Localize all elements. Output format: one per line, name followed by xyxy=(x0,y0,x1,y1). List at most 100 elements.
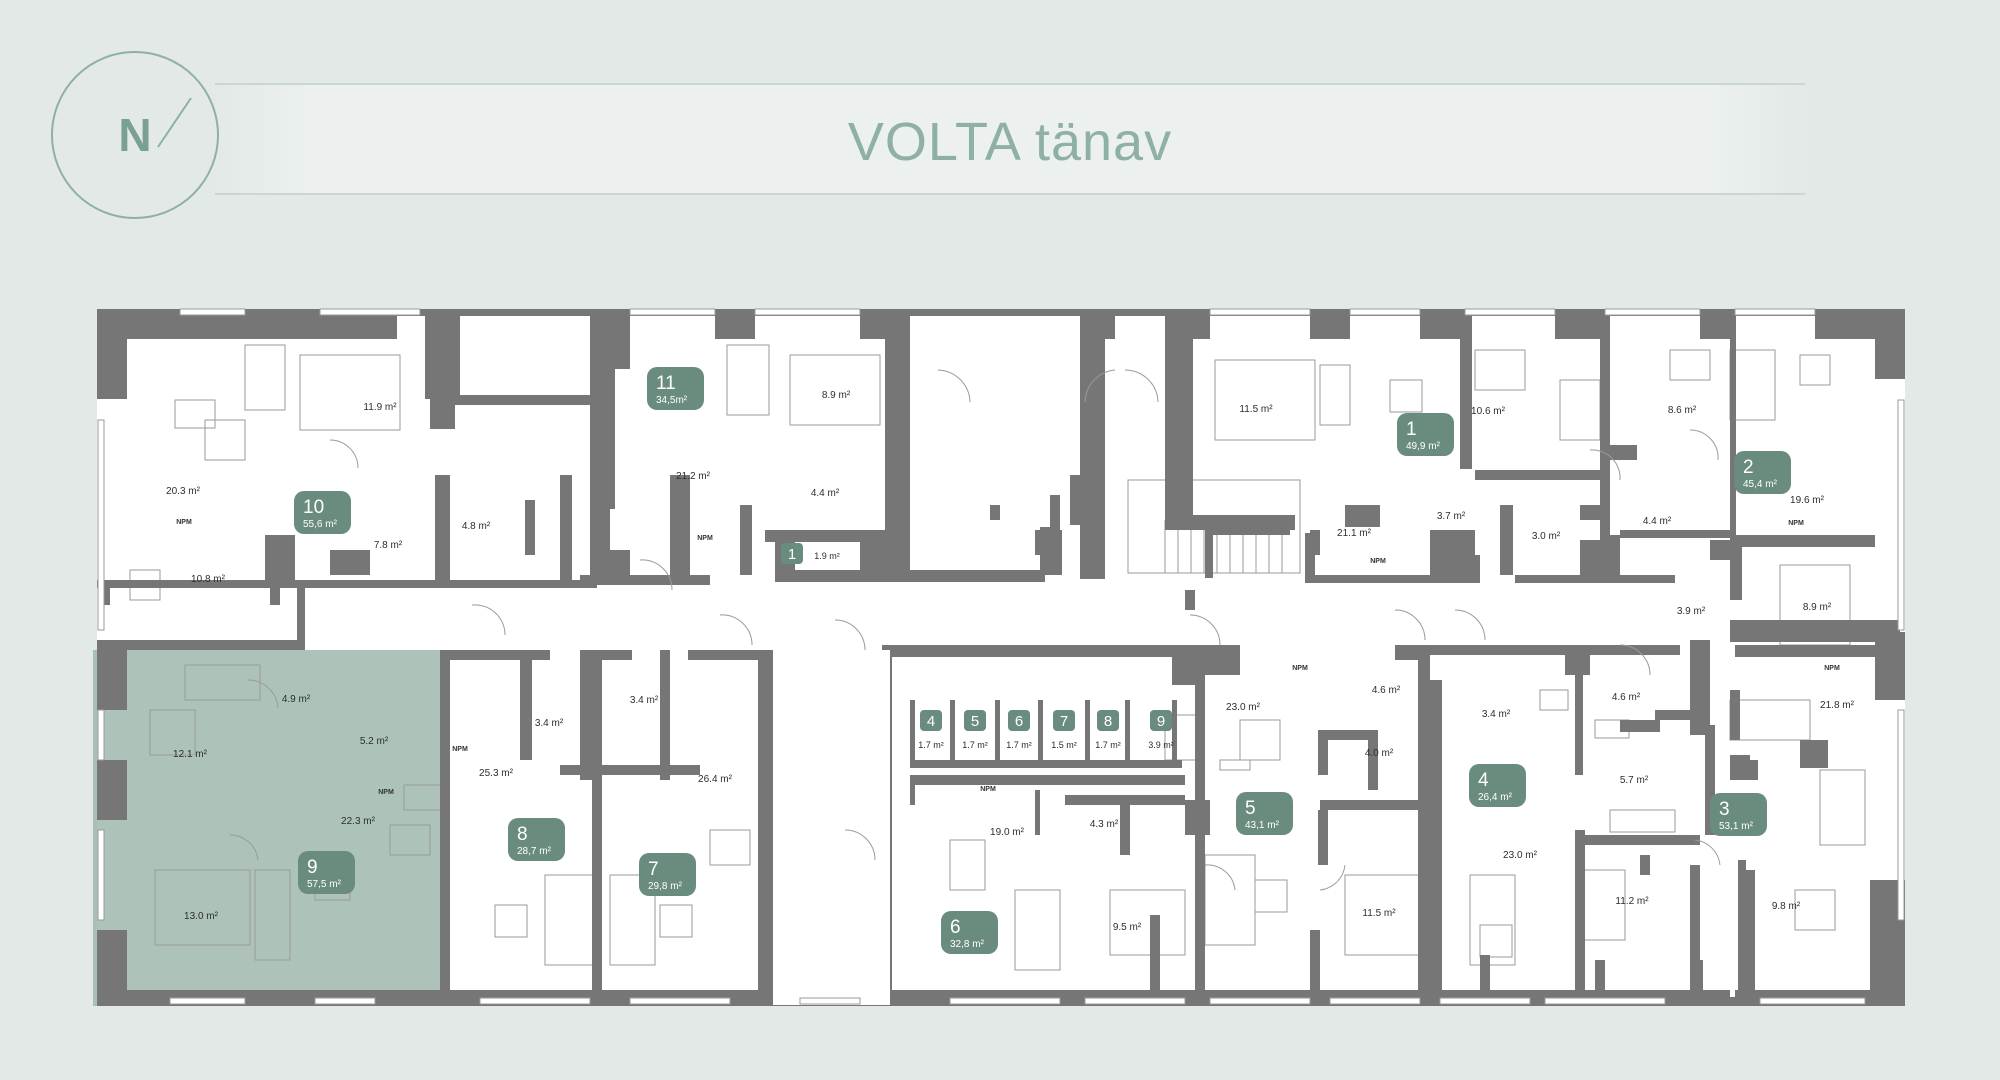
stair-hall xyxy=(773,650,890,1005)
svg-text:1.9 m²: 1.9 m² xyxy=(814,551,840,561)
storage-unit[interactable]: 5 1.7 m² xyxy=(962,710,988,750)
storage-unit[interactable]: 6 1.7 m² xyxy=(1006,710,1032,750)
room-area: 12.1 m² xyxy=(173,749,208,760)
svg-text:1.7 m²: 1.7 m² xyxy=(1095,740,1121,750)
npm-label-1: NPM xyxy=(1370,558,1386,565)
npm-label-5: NPM xyxy=(1292,665,1308,672)
apartment-badge[interactable]: 2 45,4 m² xyxy=(1734,451,1791,494)
apartment-badge[interactable]: 9 57,5 m² xyxy=(298,851,355,894)
svg-text:1.5 m²: 1.5 m² xyxy=(1051,740,1077,750)
svg-text:26,4 m²: 26,4 m² xyxy=(1478,792,1513,803)
room-area: 11.2 m² xyxy=(1615,896,1649,907)
room-area: 13.0 m² xyxy=(184,911,219,922)
npm-label-3: NPM xyxy=(1824,665,1840,672)
svg-text:3: 3 xyxy=(1719,799,1730,820)
storage-unit[interactable]: 4 1.7 m² xyxy=(918,710,944,750)
room-area: 20.3 m² xyxy=(166,486,201,497)
room-area: 10.6 m² xyxy=(1471,406,1506,417)
svg-text:8: 8 xyxy=(1104,713,1112,730)
svg-text:1: 1 xyxy=(1406,419,1417,440)
svg-text:1.7 m²: 1.7 m² xyxy=(918,740,944,750)
svg-text:6: 6 xyxy=(950,917,961,938)
windows xyxy=(97,308,1905,1005)
svg-text:11: 11 xyxy=(656,373,676,394)
svg-text:32,8 m²: 32,8 m² xyxy=(950,939,985,950)
lift-column xyxy=(1040,530,1062,555)
room-area: 5.7 m² xyxy=(1620,775,1649,786)
apartment-badge[interactable]: 5 43,1 m² xyxy=(1236,792,1293,835)
room-area: 4.6 m² xyxy=(1372,685,1401,696)
room-area: 3.0 m² xyxy=(1532,531,1561,542)
npm-label-9: NPM xyxy=(378,789,394,796)
apartment-badge[interactable]: 11 34,5m² xyxy=(647,367,704,410)
svg-text:1.7 m²: 1.7 m² xyxy=(1006,740,1032,750)
room-area: 9.8 m² xyxy=(1772,901,1801,912)
svg-text:57,5 m²: 57,5 m² xyxy=(307,879,342,890)
room-area: 11.5 m² xyxy=(1239,404,1273,415)
npm-label-10: NPM xyxy=(176,519,192,526)
room-area: 9.5 m² xyxy=(1113,922,1142,933)
svg-text:3.9 m²: 3.9 m² xyxy=(1148,740,1174,750)
svg-text:55,6 m²: 55,6 m² xyxy=(303,519,338,530)
storage-unit[interactable]: 1 1.9 m² xyxy=(781,543,840,564)
apartment-badge[interactable]: 8 28,7 m² xyxy=(508,818,565,861)
npm-label-8: NPM xyxy=(452,746,468,753)
svg-text:9: 9 xyxy=(307,857,318,878)
svg-text:34,5m²: 34,5m² xyxy=(656,395,688,406)
room-area: 21.8 m² xyxy=(1820,700,1855,711)
apartment-badge[interactable]: 3 53,1 m² xyxy=(1710,793,1767,836)
room-area: 3.7 m² xyxy=(1437,511,1466,522)
apartment-badge[interactable]: 6 32,8 m² xyxy=(941,911,998,954)
room-area: 3.9 m² xyxy=(1677,606,1706,617)
storage-unit[interactable]: 9 3.9 m² xyxy=(1148,710,1174,750)
room-area: 5.2 m² xyxy=(360,736,389,747)
svg-text:7: 7 xyxy=(648,859,659,880)
room-area: 4.4 m² xyxy=(1643,516,1672,527)
room-area: 4.6 m² xyxy=(1612,692,1641,703)
svg-text:29,8 m²: 29,8 m² xyxy=(648,881,683,892)
svg-text:49,9 m²: 49,9 m² xyxy=(1406,441,1441,452)
svg-text:53,1 m²: 53,1 m² xyxy=(1719,821,1754,832)
svg-text:4: 4 xyxy=(927,713,935,730)
room-area: 22.3 m² xyxy=(341,816,376,827)
room-area: 11.9 m² xyxy=(363,402,397,413)
street-name: VOLTA tänav xyxy=(847,112,1173,172)
room-area: 3.4 m² xyxy=(1482,709,1511,720)
apartment-badge[interactable]: 7 29,8 m² xyxy=(639,853,696,896)
room-area: 23.0 m² xyxy=(1503,850,1538,861)
svg-text:2: 2 xyxy=(1743,457,1754,478)
npm-label-2: NPM xyxy=(1788,520,1804,527)
svg-text:45,4 m²: 45,4 m² xyxy=(1743,479,1778,490)
svg-text:5: 5 xyxy=(1245,798,1256,819)
room-area: 19.0 m² xyxy=(990,827,1025,838)
room-area: 21.1 m² xyxy=(1337,528,1372,539)
room-area: 8.6 m² xyxy=(1668,405,1697,416)
svg-text:1.7 m²: 1.7 m² xyxy=(962,740,988,750)
room-area: 23.0 m² xyxy=(1226,702,1261,713)
room-area: 3.4 m² xyxy=(535,718,564,729)
compass-north-label: N xyxy=(118,109,152,161)
room-area: 26.4 m² xyxy=(698,774,733,785)
room-area: 3.4 m² xyxy=(630,695,659,706)
storage-unit[interactable]: 7 1.5 m² xyxy=(1051,710,1077,750)
svg-text:43,1 m²: 43,1 m² xyxy=(1245,820,1280,831)
room-area: 25.3 m² xyxy=(479,768,514,779)
npm-label-6: NPM xyxy=(980,786,996,793)
room-area: 19.6 m² xyxy=(1790,495,1825,506)
room-area: 8.9 m² xyxy=(822,390,851,401)
apartment-badge[interactable]: 4 26,4 m² xyxy=(1469,764,1526,807)
npm-label-11: NPM xyxy=(697,535,713,542)
room-area: 8.9 m² xyxy=(1803,602,1832,613)
apartment-badge[interactable]: 10 55,6 m² xyxy=(294,491,351,534)
apartment-9-highlight[interactable] xyxy=(93,650,445,1006)
svg-text:5: 5 xyxy=(971,713,979,730)
svg-text:7: 7 xyxy=(1060,713,1068,730)
svg-text:10: 10 xyxy=(303,497,324,518)
door-swing-icon xyxy=(229,369,1721,891)
storage-unit[interactable]: 8 1.7 m² xyxy=(1095,710,1121,750)
walls xyxy=(97,309,1905,1006)
room-area: 4.3 m² xyxy=(1090,819,1119,830)
apartment-badge[interactable]: 1 49,9 m² xyxy=(1397,413,1454,456)
compass-icon xyxy=(51,51,219,219)
